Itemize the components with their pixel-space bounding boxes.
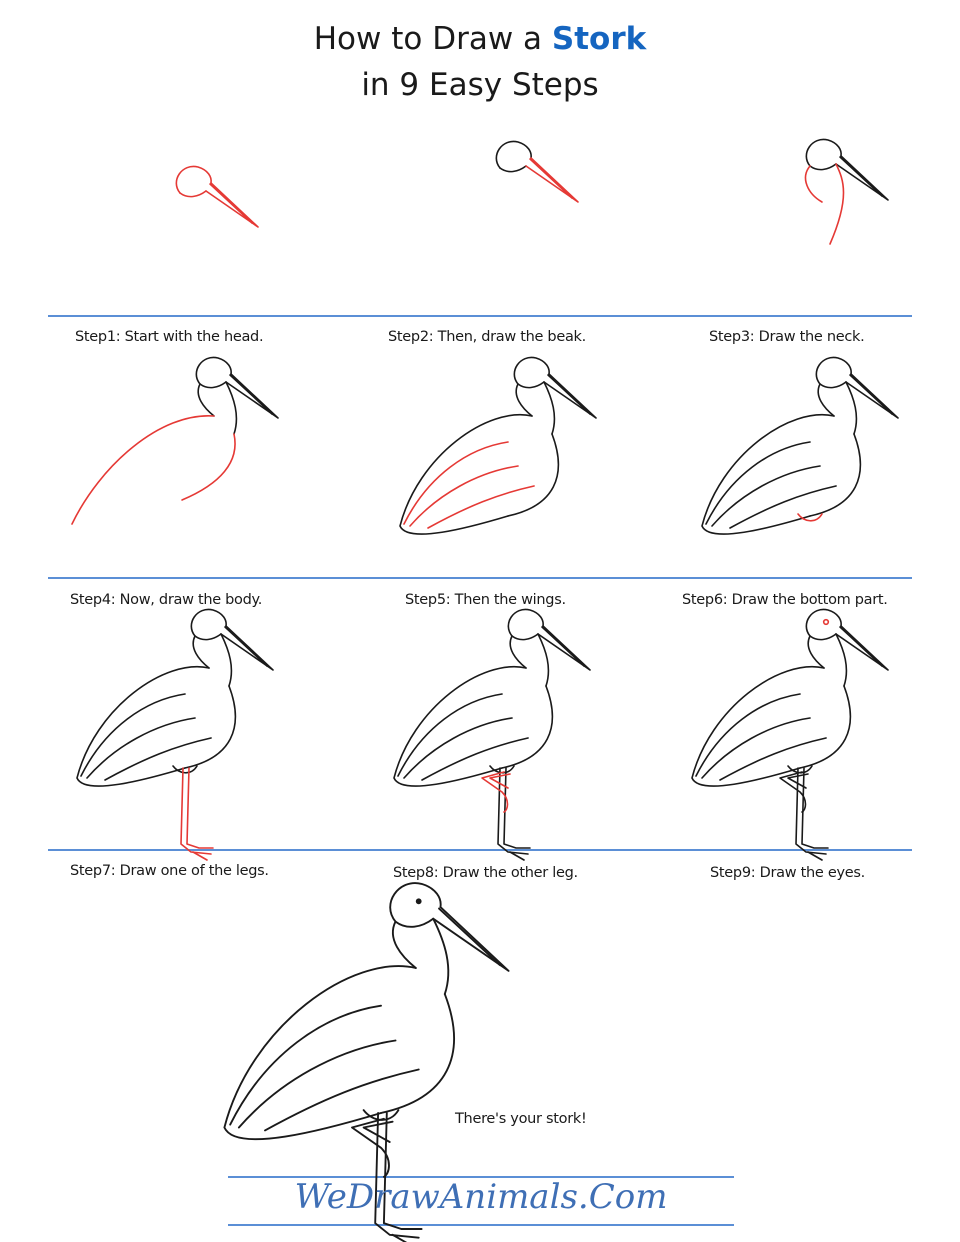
step-caption: Step2: Then, draw the beak. (388, 329, 586, 345)
step6-drawing (701, 356, 899, 535)
site-logo: WeDrawAnimals.Com (294, 1177, 668, 1217)
divider-row2 (48, 577, 912, 579)
page-title-line1: How to Draw a Stork (0, 24, 960, 55)
title-prefix: How to Draw a (313, 21, 552, 57)
step2-drawing (495, 140, 579, 203)
title-highlight: Stork (551, 21, 647, 57)
step-caption: Step5: Then the wings. (405, 592, 566, 608)
step4-drawing (71, 356, 279, 525)
final-stork-drawing (223, 882, 510, 1242)
step9-drawing (691, 608, 889, 861)
step8-drawing (393, 608, 591, 861)
divider-row1 (48, 315, 912, 317)
step-caption: Step6: Draw the bottom part. (682, 592, 888, 608)
step-caption: Step9: Draw the eyes. (710, 865, 865, 881)
step7-drawing (76, 608, 274, 861)
step3-drawing (804, 138, 889, 245)
step-caption: Step1: Start with the head. (75, 329, 264, 345)
step1-drawing (175, 165, 259, 228)
divider-footer-bottom (228, 1224, 734, 1226)
final-note: There's your stork! (455, 1111, 587, 1127)
divider-footer-top (228, 1176, 734, 1178)
page-title-line2: in 9 Easy Steps (361, 67, 599, 103)
step-caption: Step8: Draw the other leg. (393, 865, 578, 881)
step-caption: Step3: Draw the neck. (709, 329, 865, 345)
divider-row3 (48, 849, 912, 851)
step-caption: Step7: Draw one of the legs. (70, 863, 269, 879)
step5-drawing (399, 356, 597, 535)
step-caption: Step4: Now, draw the body. (70, 592, 263, 608)
